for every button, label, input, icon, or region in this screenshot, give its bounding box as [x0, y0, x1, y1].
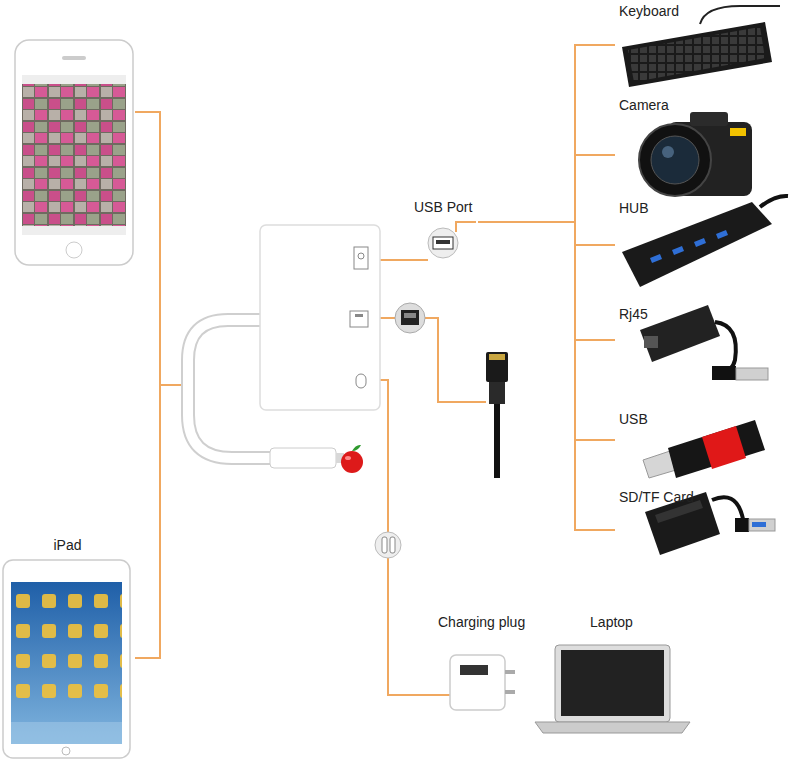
card-reader: SD/TF Card — [615, 488, 787, 558]
device-label: Charging plug — [438, 614, 525, 631]
branch-wire — [478, 155, 615, 222]
branch-wire — [478, 222, 615, 440]
branch-wire — [478, 222, 615, 245]
device-label: Keyboard — [619, 3, 679, 20]
device-label: iPad — [53, 537, 81, 554]
device-label: Laptop — [590, 614, 633, 631]
charging-plug: Charging plug — [434, 613, 532, 713]
ipad-device: iPad — [0, 536, 135, 760]
usb-stick: USB — [615, 410, 775, 480]
device-label: SD/TF Card — [619, 489, 694, 506]
laptop-device: Laptop — [533, 613, 690, 735]
usb-port: USB Port — [410, 198, 478, 260]
branch-wire — [478, 45, 615, 222]
rj45-adapter: Rj45 — [615, 305, 775, 385]
device-label: HUB — [619, 200, 649, 217]
camera-device: Camera — [615, 96, 775, 202]
keyboard-device: Keyboard — [615, 2, 775, 88]
device-label: USB Port — [414, 199, 472, 216]
device-label: Rj45 — [619, 306, 648, 323]
hub-device: HUB — [615, 199, 787, 289]
branch-wire — [478, 222, 615, 340]
device-label: Camera — [619, 97, 669, 114]
device-label: USB — [619, 411, 648, 428]
branch-wire — [478, 222, 615, 530]
